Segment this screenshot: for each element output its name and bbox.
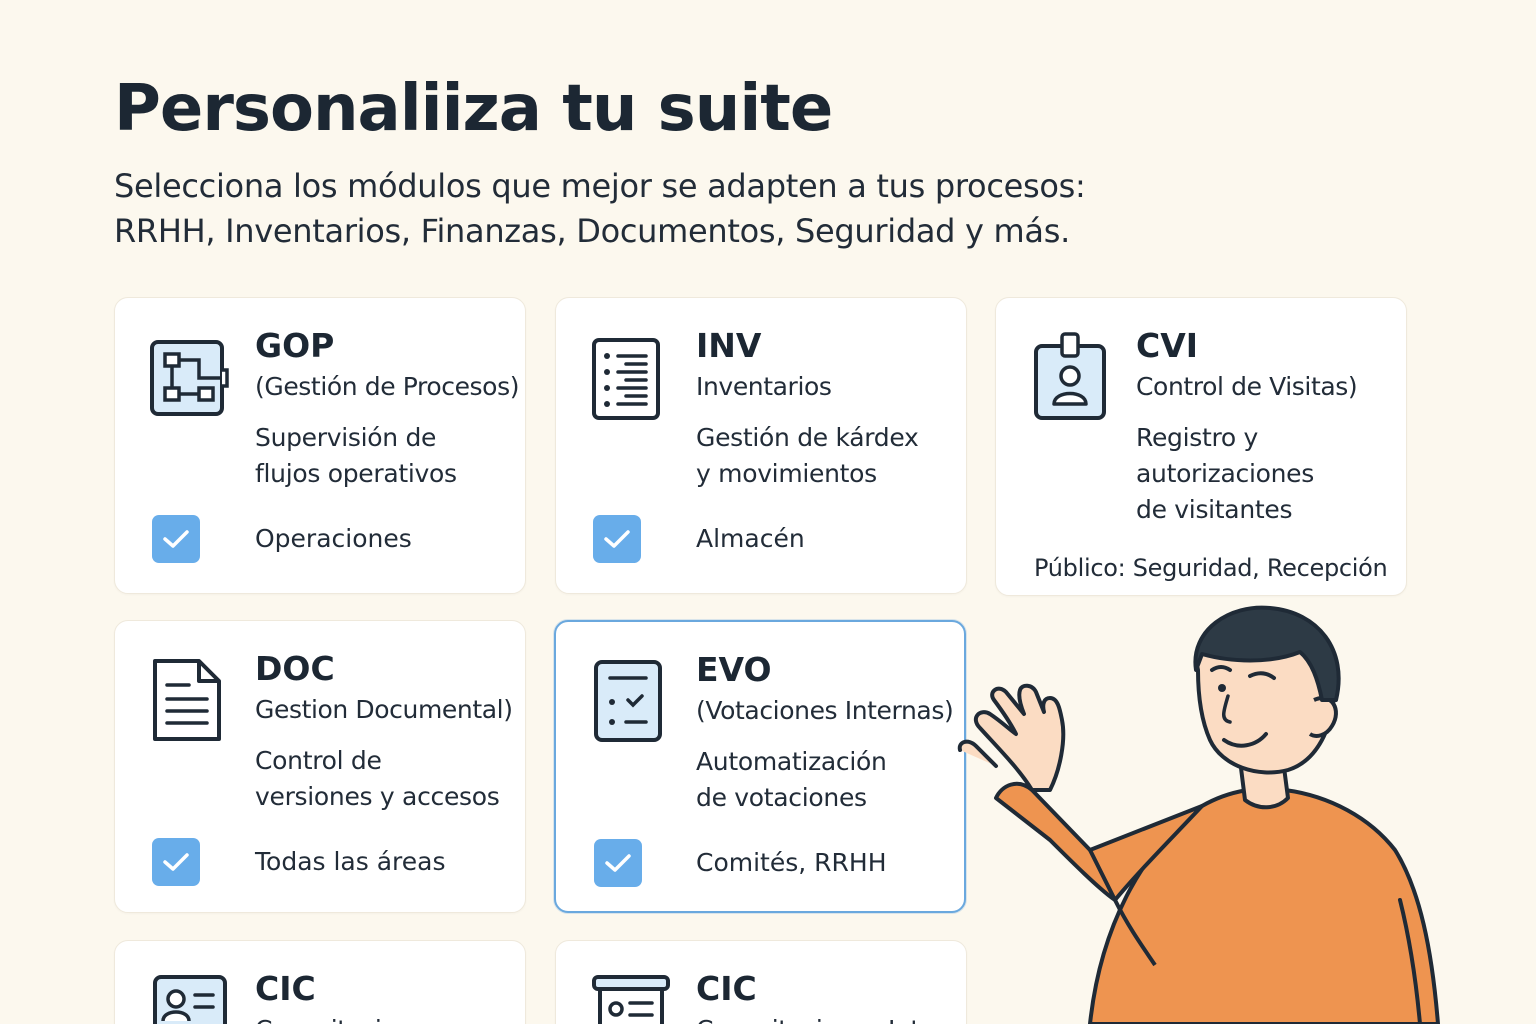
ballot-icon <box>594 660 662 742</box>
description-line: Gestión de kárdex <box>696 423 919 452</box>
module-area: Operaciones <box>255 524 412 553</box>
module-description: Control de versiones y accesos <box>255 743 500 815</box>
checklist-icon <box>592 338 660 420</box>
page-subtitle: Selecciona los módulos que mejor se adap… <box>114 164 1086 254</box>
id-badge-icon <box>1034 332 1106 420</box>
module-audience: Público: Seguridad, Recepción <box>1034 554 1388 582</box>
description-line: de visitantes <box>1136 495 1293 524</box>
module-name: Control de Visitas) <box>1136 372 1358 401</box>
module-card-evo[interactable]: EVO (Votaciones Internas) Automatización… <box>554 620 966 913</box>
module-code: EVO <box>696 650 772 689</box>
module-description: Supervisión de flujos operativos <box>255 420 457 492</box>
contact-card-icon <box>153 975 227 1024</box>
description-line: flujos operativos <box>255 459 457 488</box>
module-card-cvi[interactable]: CVI Control de Visitas) Registro y autor… <box>995 297 1407 596</box>
description-line: versiones y accesos <box>255 782 500 811</box>
module-name: Capacitaciones Internas) <box>696 1015 966 1024</box>
document-icon <box>153 659 221 741</box>
description-line: Supervisión de <box>255 423 437 452</box>
module-checkbox[interactable] <box>152 838 200 886</box>
subtitle-line-1: Selecciona los módulos que mejor se adap… <box>114 167 1086 205</box>
checkmark-icon <box>163 853 189 871</box>
module-card-cic-2[interactable]: CIC Capacitaciones Internas) <box>555 940 967 1024</box>
module-name: Inventarios <box>696 372 832 401</box>
person-illustration <box>957 605 1440 1024</box>
module-code: GOP <box>255 326 335 365</box>
module-code: CIC <box>696 969 757 1008</box>
module-area: Todas las áreas <box>255 847 446 876</box>
checkmark-icon <box>604 530 630 548</box>
description-line: Registro y <box>1136 423 1259 452</box>
description-line: y movimientos <box>696 459 877 488</box>
presentation-board-icon <box>592 975 670 1024</box>
module-checkbox[interactable] <box>593 515 641 563</box>
module-area: Almacén <box>696 524 805 553</box>
page-title: Personaliiza tu suite <box>114 72 833 146</box>
subtitle-line-2: RRHH, Inventarios, Finanzas, Documentos,… <box>114 212 1070 250</box>
module-card-doc[interactable]: DOC Gestion Documental) Control de versi… <box>114 620 526 913</box>
module-description: Registro y autorizaciones de visitantes <box>1136 420 1314 528</box>
checkmark-icon <box>163 530 189 548</box>
module-card-cic-1[interactable]: CIC Capacitaciones <box>114 940 526 1024</box>
module-checkbox[interactable] <box>594 839 642 887</box>
module-area: Comités, RRHH <box>696 848 887 877</box>
checkmark-icon <box>605 854 631 872</box>
module-description: Automatización de votaciones <box>696 744 887 816</box>
module-code: INV <box>696 326 762 365</box>
module-code: CVI <box>1136 326 1199 365</box>
module-checkbox[interactable] <box>152 515 200 563</box>
module-description: Gestión de kárdex y movimientos <box>696 420 919 492</box>
description-line: autorizaciones <box>1136 459 1314 488</box>
description-line: Automatización <box>696 747 887 776</box>
module-name: Gestion Documental) <box>255 695 513 724</box>
process-flow-icon <box>150 340 229 416</box>
description-line: Control de <box>255 746 382 775</box>
module-name: (Gestión de Procesos) <box>255 372 520 401</box>
module-name: (Votaciones Internas) <box>696 696 954 725</box>
module-code: DOC <box>255 649 335 688</box>
module-name: Capacitaciones <box>255 1015 440 1024</box>
module-card-gop[interactable]: GOP (Gestión de Procesos) Supervisión de… <box>114 297 526 594</box>
module-code: CIC <box>255 969 316 1008</box>
module-card-inv[interactable]: INV Inventarios Gestión de kárdex y movi… <box>555 297 967 594</box>
description-line: de votaciones <box>696 783 867 812</box>
